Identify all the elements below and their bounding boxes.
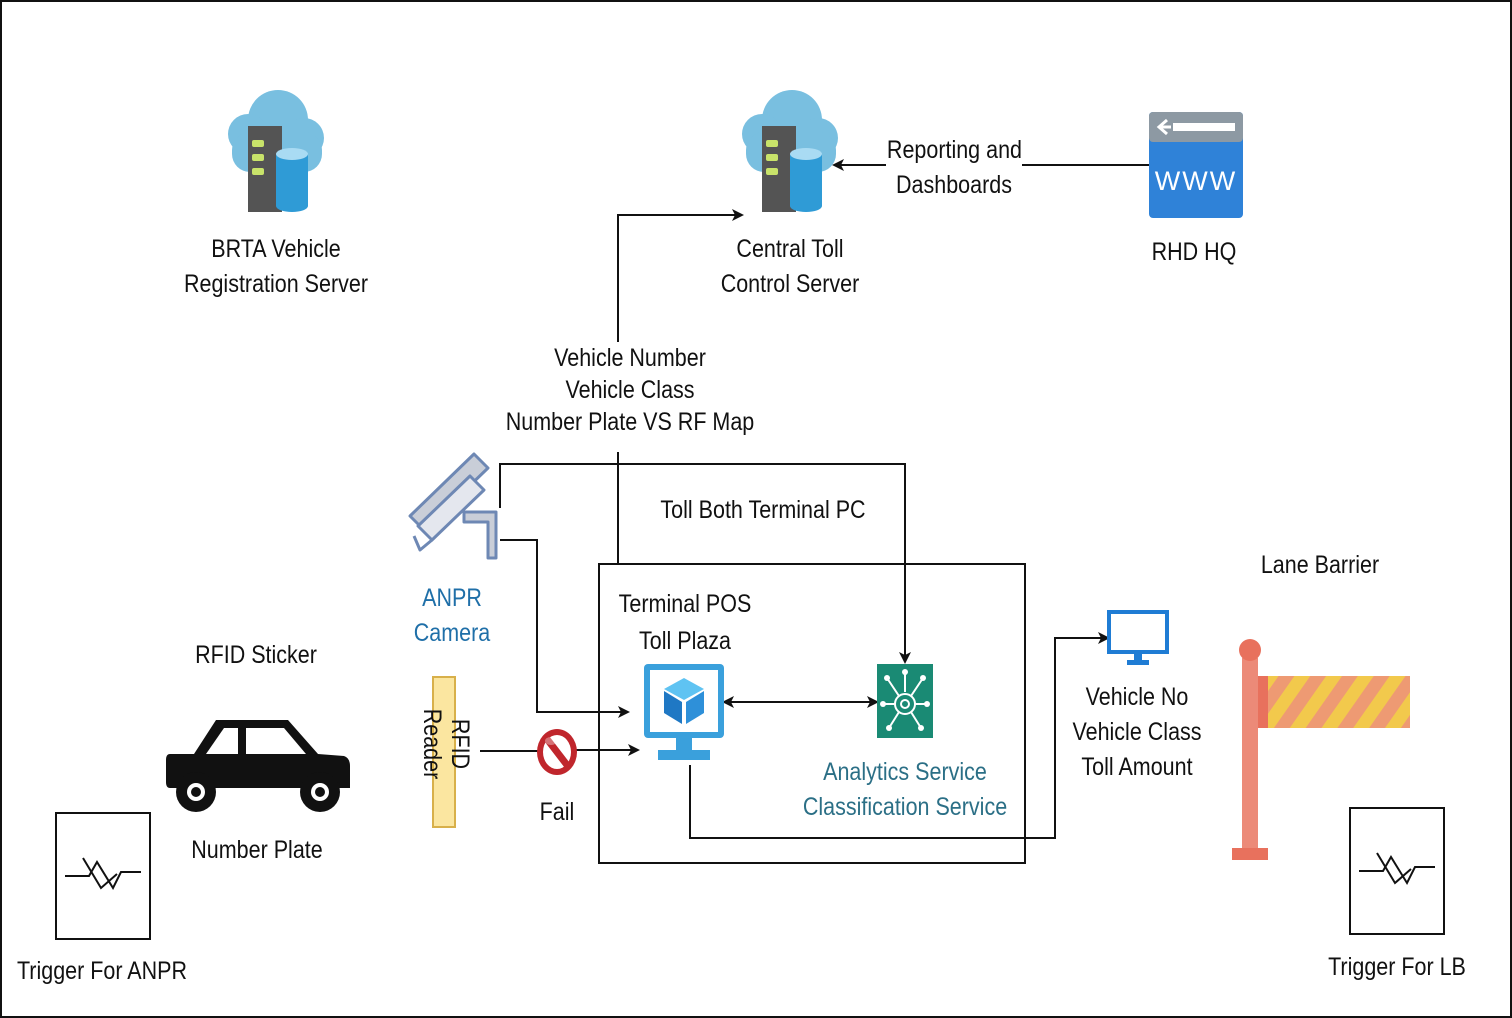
monitor-icon[interactable] bbox=[1107, 610, 1169, 668]
trigger-anpr-label: Trigger For ANPR bbox=[16, 957, 188, 985]
no-entry-icon[interactable] bbox=[535, 727, 579, 777]
sensor-icon[interactable] bbox=[55, 812, 151, 940]
edge-pos-to-display bbox=[689, 632, 1110, 839]
terminal-pc-box bbox=[598, 563, 1026, 864]
cloud-server-icon[interactable] bbox=[226, 88, 326, 216]
cloud-server-icon[interactable] bbox=[740, 88, 840, 216]
sensor-icon[interactable] bbox=[1349, 807, 1445, 935]
fail-label: Fail bbox=[539, 798, 575, 826]
trigger-lb-label: Trigger For LB bbox=[1328, 953, 1466, 981]
cctv-camera-icon[interactable] bbox=[404, 450, 504, 568]
car-icon[interactable] bbox=[166, 716, 352, 814]
svg-text:WWW: WWW bbox=[1155, 166, 1237, 196]
display-label: Vehicle No Vehicle Class Toll Amount bbox=[1072, 683, 1202, 781]
vehicle-data-label: Vehicle Number Vehicle Class Number Plat… bbox=[501, 342, 759, 438]
rfid-sticker-label: RFID Sticker bbox=[195, 641, 317, 669]
edge-camera-to-pos bbox=[500, 539, 630, 718]
www-browser-icon[interactable]: WWW bbox=[1149, 112, 1243, 218]
edge-camera-to-analytics bbox=[499, 463, 911, 664]
rfid-reader-icon[interactable] bbox=[432, 676, 456, 828]
monitor-cube-icon[interactable] bbox=[642, 662, 726, 764]
lane-barrier-label: Lane Barrier bbox=[1260, 551, 1380, 579]
terminal-pc-label: Toll Both Terminal PC bbox=[660, 496, 866, 524]
number-plate-label: Number Plate bbox=[191, 836, 323, 864]
barrier-gate-icon[interactable] bbox=[1230, 632, 1414, 862]
rhd-label: RHD HQ bbox=[1151, 238, 1237, 266]
analytics-service-icon[interactable] bbox=[877, 664, 933, 738]
edge-vehicle-data-to-central bbox=[617, 209, 744, 344]
